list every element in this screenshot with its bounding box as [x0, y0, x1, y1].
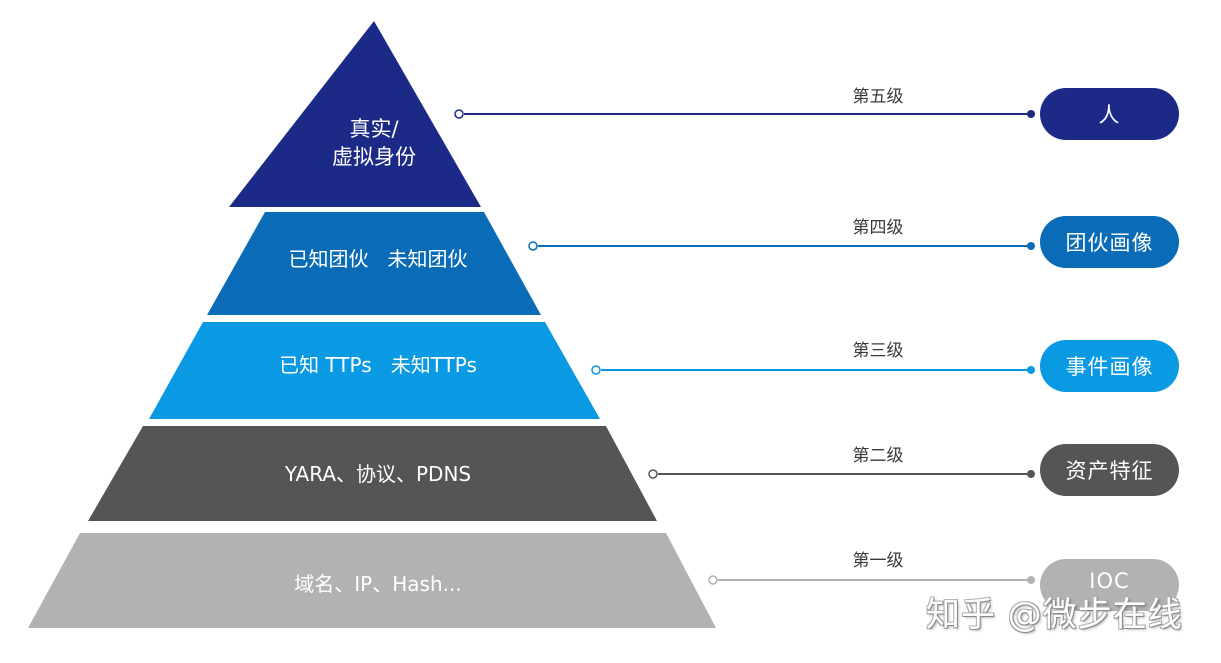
level-1-label: 第一级 — [852, 551, 904, 571]
connector-2 — [648, 469, 1035, 479]
tier-2-shape — [88, 426, 657, 521]
level-3-label: 第三级 — [852, 341, 904, 361]
tier-5-shape — [229, 21, 481, 207]
connector-3 — [591, 365, 1035, 375]
tier-3-shape — [149, 322, 600, 419]
pill-asset-features: 资产特征 — [1040, 444, 1179, 496]
tier-4-text: 已知团伙 未知团伙 — [288, 247, 468, 271]
level-4-label: 第四级 — [852, 218, 904, 238]
watermark-text: 知乎 @微步在线 — [926, 595, 1183, 635]
pill-event-profile: 事件画像 — [1040, 340, 1179, 392]
tier-3-text: 已知 TTPs 未知TTPs — [279, 353, 477, 377]
tier-4-shape — [207, 212, 541, 315]
level-2-label: 第二级 — [852, 446, 904, 466]
pill-ioc: IOC — [1040, 559, 1179, 611]
connector-5 — [454, 109, 1035, 119]
tier-1-text: 域名、IP、Hash... — [294, 572, 462, 596]
pill-group-profile: 团伙画像 — [1040, 216, 1179, 268]
tier-5-text: 真实/ 虚拟身份 — [332, 117, 416, 169]
level-5-label: 第五级 — [852, 87, 904, 107]
connector-4 — [528, 241, 1035, 251]
tier-2-text: YARA、协议、PDNS — [284, 462, 472, 486]
pill-person: 人 — [1040, 88, 1179, 140]
connector-1 — [708, 575, 1035, 585]
tier-1-shape — [28, 533, 716, 628]
